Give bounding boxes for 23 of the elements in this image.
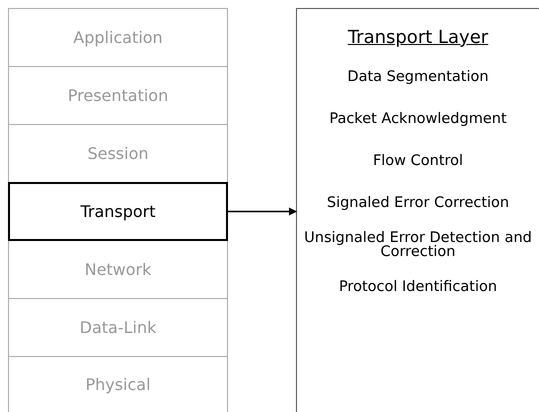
layer-box (8, 8, 228, 67)
description-panel (296, 8, 539, 412)
layer-box (8, 356, 228, 412)
layer-label: Network (84, 260, 152, 279)
function-item: Data Segmentation (346, 68, 490, 87)
layer-box (8, 124, 228, 183)
layer-box (8, 298, 228, 357)
layer-box (8, 66, 228, 125)
layer-label: Data-Link (80, 318, 156, 337)
arrow (228, 208, 297, 216)
function-item: Flow Control (372, 152, 464, 171)
layer-box (8, 182, 228, 241)
layer-label: Physical (85, 375, 151, 394)
function-item: Signaled Error Correction (326, 194, 510, 213)
function-item: Protocol Identification (338, 278, 498, 297)
function-item: Unsignaled Error Detection and Correction (303, 230, 533, 260)
layer-label: Session (87, 144, 149, 163)
layer-box (8, 240, 228, 299)
panel-heading: Transport Layer (348, 27, 488, 48)
layer-label: Presentation (68, 86, 168, 105)
layer-label: Application (73, 28, 163, 47)
layer-label: Transport (80, 202, 156, 221)
function-item: Packet Acknowledgment (328, 110, 508, 129)
